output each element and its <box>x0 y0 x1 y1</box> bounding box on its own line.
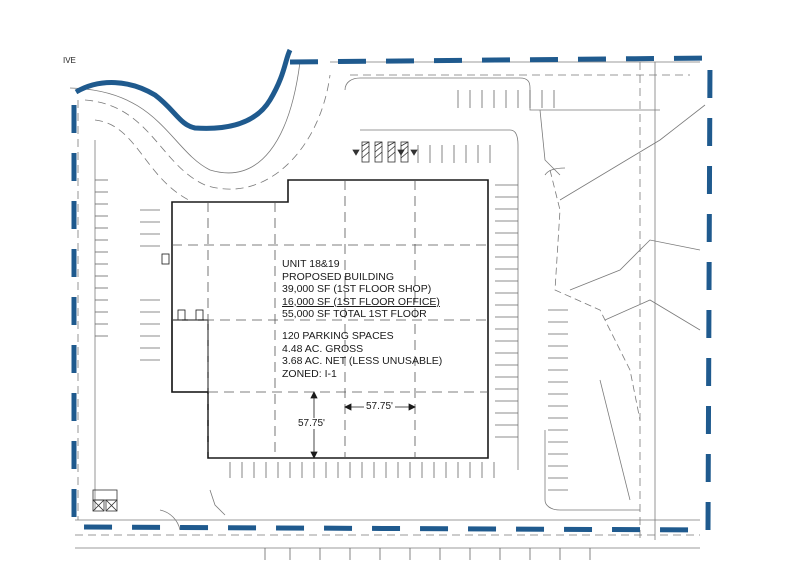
note-gross-acreage: 4.48 AC. GROSS <box>282 342 364 355</box>
parking-stalls <box>95 90 591 560</box>
street-label: IVE <box>63 56 76 65</box>
note-zoning: ZONED: I-1 <box>282 367 337 380</box>
site-boundary <box>71 48 713 533</box>
dimension-vertical: 57.75' <box>296 418 327 429</box>
dumpster-enclosure <box>92 489 118 512</box>
note-net-acreage: 3.68 AC. NET (LESS UNUSABLE) <box>282 355 443 368</box>
note-shop-area: 39,000 SF (1ST FLOOR SHOP) <box>282 283 432 296</box>
note-office-area: 16,000 SF (1ST FLOOR OFFICE) <box>282 295 440 308</box>
note-proposed: PROPOSED BUILDING <box>282 270 395 283</box>
note-total-area: 55,000 SF TOTAL 1ST FLOOR <box>282 308 427 321</box>
site-linework <box>69 61 706 549</box>
column-grid <box>172 180 488 458</box>
loading-docks <box>352 141 418 163</box>
dimension-horizontal: 57.75' <box>364 401 395 412</box>
building-notes: UNIT 18&19 PROPOSED BUILDING 39,000 SF (… <box>282 258 442 380</box>
note-parking: 120 PARKING SPACES <box>282 329 394 342</box>
note-unit: UNIT 18&19 <box>282 258 340 270</box>
